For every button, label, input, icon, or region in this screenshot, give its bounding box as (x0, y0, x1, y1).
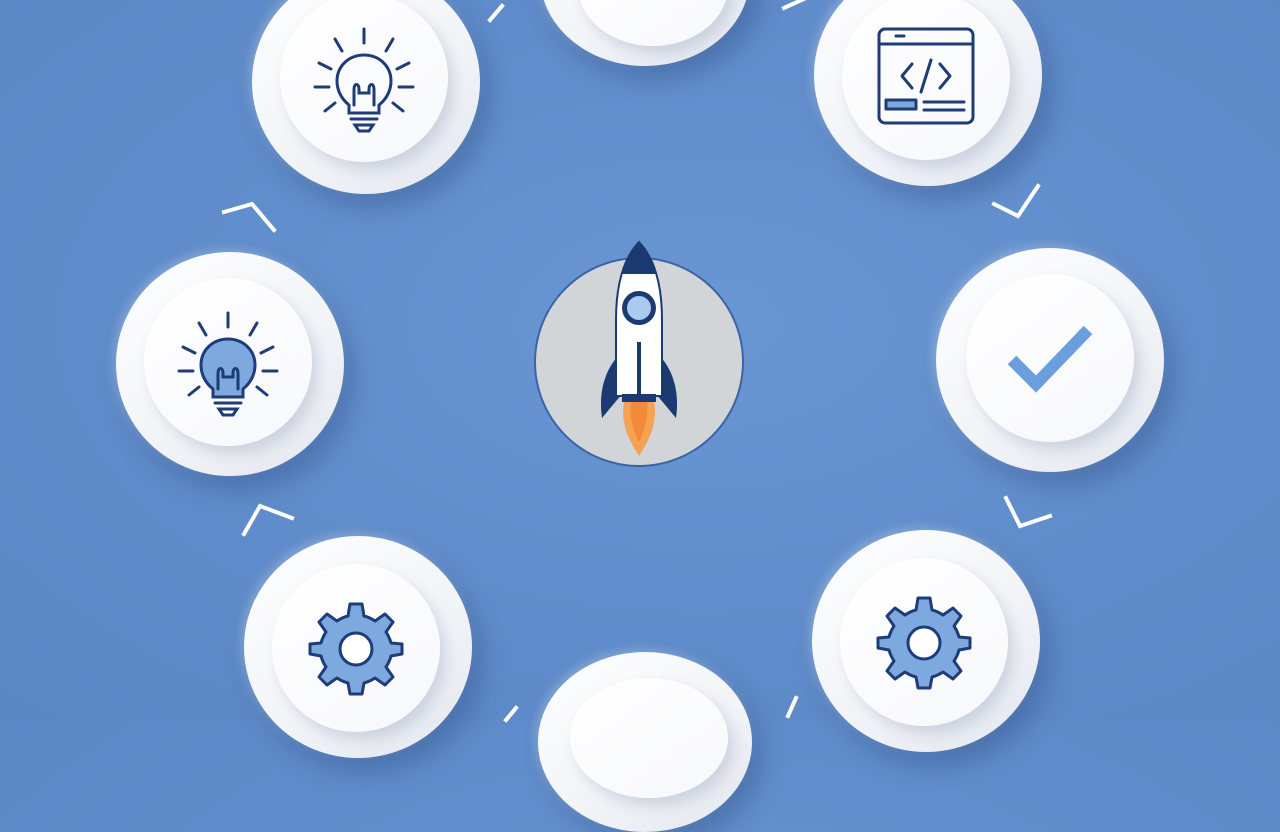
chevron-arrow-icon (991, 183, 1041, 219)
cycle-node-top-inner (578, 0, 728, 46)
cycle-node-left[interactable] (116, 252, 344, 476)
chevron-arrow-icon (503, 705, 519, 723)
gear-icon (308, 602, 404, 696)
rocket-icon (600, 240, 678, 456)
lightbulb-outline-icon (313, 27, 415, 133)
cycle-node-bottom-left[interactable] (244, 536, 472, 758)
lightbulb-filled-icon (177, 311, 279, 417)
checkmark-icon (1007, 325, 1093, 393)
chevron-arrow-icon (241, 503, 295, 537)
cycle-node-top-right[interactable] (814, 0, 1042, 186)
gear-icon (876, 596, 972, 690)
code-document-icon (877, 27, 975, 125)
chevron-arrow-icon (1003, 495, 1053, 529)
chevron-arrow-icon (781, 0, 807, 11)
chevron-arrow-icon (785, 695, 799, 719)
center-rocket-disc (534, 240, 744, 467)
chevron-arrow-icon (487, 3, 505, 23)
chevron-arrow-icon (221, 201, 277, 233)
cycle-node-right[interactable] (936, 248, 1164, 472)
cycle-node-top[interactable] (540, 0, 750, 66)
cycle-node-bottom-right[interactable] (812, 530, 1040, 752)
cycle-node-bottom[interactable] (538, 652, 752, 832)
cycle-node-top-left[interactable] (252, 0, 480, 194)
